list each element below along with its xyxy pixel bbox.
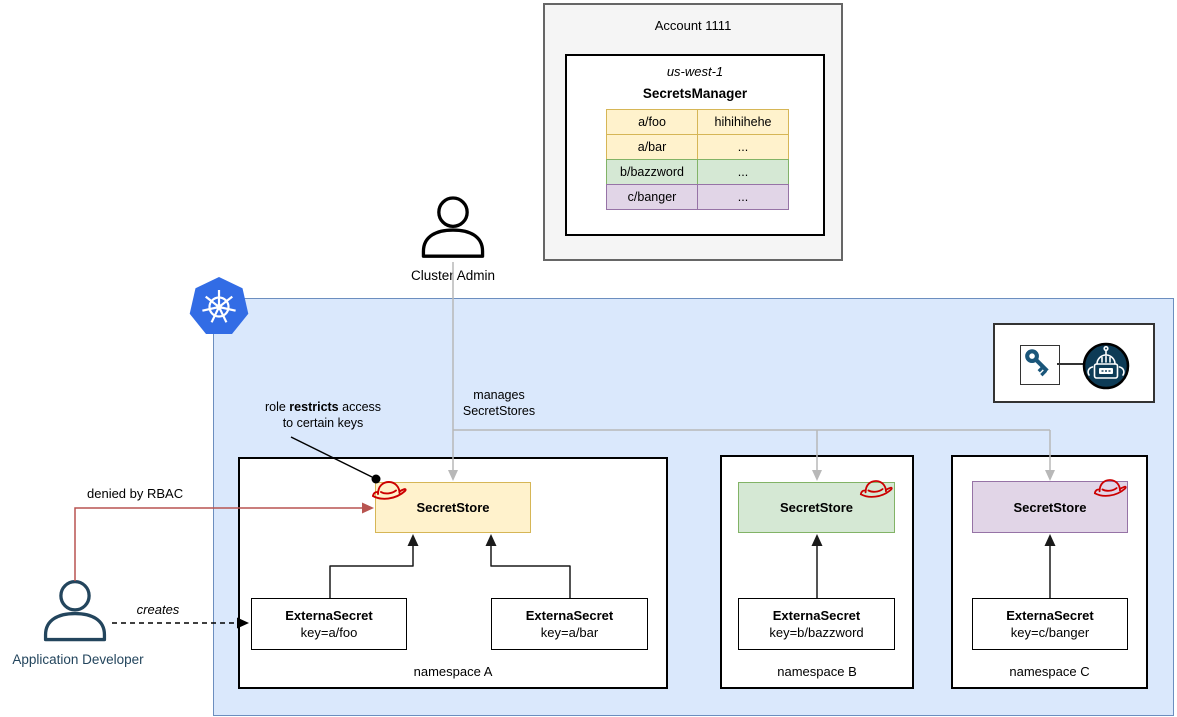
secret-key: a/foo	[606, 109, 698, 135]
table-row: a/bar ...	[606, 134, 790, 160]
creates-label: creates	[136, 602, 180, 617]
cluster-admin-label: Cluster Admin	[410, 268, 496, 283]
namespace-label: namespace B	[777, 664, 857, 679]
application-developer-label: Application Developer	[12, 652, 144, 667]
table-row: b/bazzword ...	[606, 159, 790, 185]
manages-secretstores-label: manages SecretStores	[462, 388, 536, 418]
denied-by-rbac-label: denied by RBAC	[87, 486, 184, 501]
externalsecret-key: key=c/banger	[1010, 625, 1090, 640]
region-name: us-west-1	[666, 64, 724, 79]
secret-key: b/bazzword	[606, 159, 698, 185]
red-hat-icon	[858, 477, 894, 502]
secret-value: ...	[697, 184, 789, 210]
role-restricts-annotation: role restricts access to certain keys	[264, 400, 382, 430]
externalsecret-name: ExternaSecret	[285, 608, 373, 623]
externalsecret-key: key=a/foo	[300, 625, 358, 640]
external-secrets-logo-box	[993, 323, 1155, 403]
externalsecret-c: ExternaSecret key=c/banger	[972, 598, 1128, 650]
region-box: us-west-1 SecretsManager a/foo hihihiheh…	[565, 54, 825, 236]
externalsecret-name: ExternaSecret	[525, 608, 614, 623]
account-title: Account 1111	[654, 18, 732, 33]
person-icon	[42, 580, 108, 643]
table-row: c/banger ...	[606, 184, 790, 210]
robot-icon	[1080, 341, 1132, 391]
externalsecret-b: ExternaSecret key=b/bazzword	[738, 598, 895, 650]
externalsecret-a-bar: ExternaSecret key=a/bar	[491, 598, 648, 650]
red-hat-icon	[370, 478, 408, 504]
externalsecret-name: ExternaSecret	[1006, 608, 1094, 623]
secret-value: hihihihehe	[697, 109, 789, 135]
externalsecret-a-foo: ExternaSecret key=a/foo	[251, 598, 407, 650]
connector-line	[1057, 363, 1083, 365]
table-row: a/foo hihihihehe	[606, 109, 790, 135]
kubernetes-logo-icon	[188, 276, 250, 338]
secretstore-label: SecretStore	[1013, 499, 1087, 515]
red-hat-icon	[1092, 476, 1128, 501]
namespace-label: namespace A	[413, 664, 493, 679]
person-icon	[420, 196, 486, 260]
key-icon	[1020, 345, 1060, 385]
secret-value: ...	[697, 159, 789, 185]
aws-account-box: Account 1111 us-west-1 SecretsManager a/…	[543, 3, 843, 261]
secrets-table: a/foo hihihihehe a/bar ... b/bazzword ..…	[606, 109, 790, 210]
secretstore-label: SecretStore	[780, 500, 853, 515]
externalsecret-key: key=a/bar	[540, 625, 599, 640]
secret-value: ...	[697, 134, 789, 160]
externalsecret-name: ExternaSecret	[772, 608, 861, 623]
service-name: SecretsManager	[642, 86, 748, 101]
namespace-label: namespace C	[1009, 664, 1090, 679]
secretstore-label: SecretStore	[416, 500, 490, 515]
secret-key: a/bar	[606, 134, 698, 160]
externalsecret-key: key=b/bazzword	[769, 625, 864, 640]
secret-key: c/banger	[606, 184, 698, 210]
